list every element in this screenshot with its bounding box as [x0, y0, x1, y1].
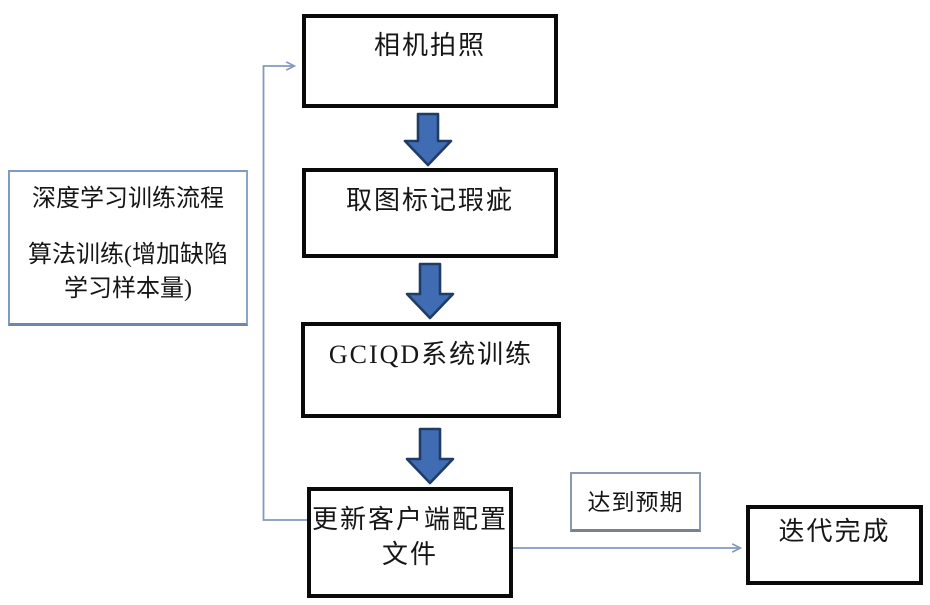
node-update-client-config-line1: 更新客户端配置: [311, 505, 508, 534]
node-camera-capture-label: 相机拍照: [373, 31, 486, 60]
feedback-connector: [262, 66, 307, 521]
note-line-3: 学习样本量): [64, 276, 192, 302]
node-gciqd-training: GCIQD系统训练: [301, 322, 561, 418]
node-mark-defects-label: 取图标记瑕疵: [345, 186, 514, 215]
node-iteration-done-label: 迭代完成: [778, 517, 891, 546]
down-arrow-1: [403, 112, 453, 167]
edge-label-expectation-met-text: 达到预期: [587, 490, 684, 515]
node-gciqd-training-label: GCIQD系统训练: [328, 340, 534, 369]
node-camera-capture: 相机拍照: [302, 14, 558, 108]
edge-label-expectation-met: 达到预期: [570, 472, 701, 532]
node-mark-defects: 取图标记瑕疵: [302, 168, 558, 258]
down-arrow-3: [405, 427, 455, 485]
note-line-2: 算法训练(增加缺陷: [28, 242, 228, 268]
note-training-process: 深度学习训练流程 算法训练(增加缺陷 学习样本量): [8, 170, 248, 326]
node-update-client-config-line2: 文件: [381, 540, 438, 569]
node-iteration-done: 迭代完成: [746, 505, 923, 585]
node-update-client-config: 更新客户端配置 文件: [307, 487, 513, 598]
note-spacer: [10, 216, 246, 238]
down-arrow-2: [405, 262, 455, 320]
note-line-1: 深度学习训练流程: [32, 186, 224, 212]
